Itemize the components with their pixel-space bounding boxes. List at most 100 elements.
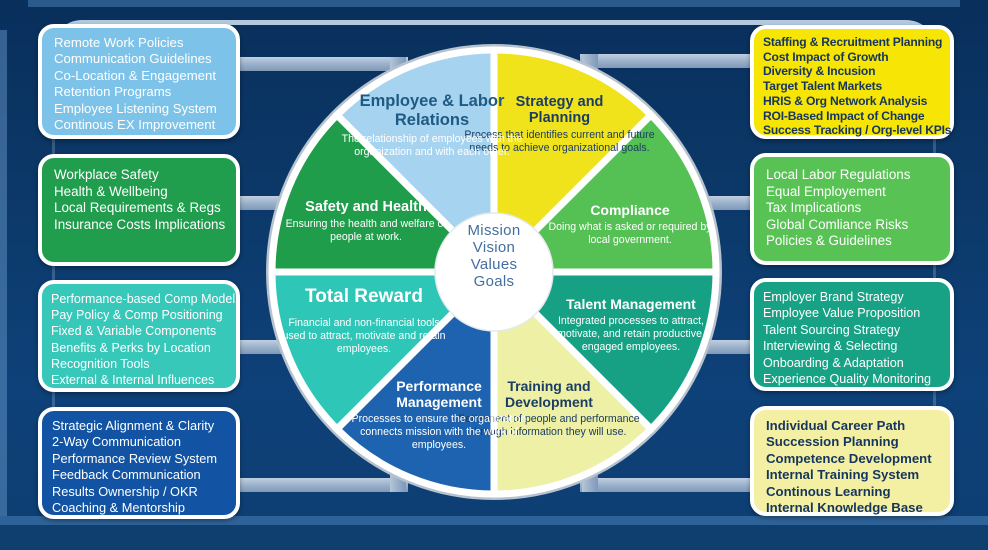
list-item: Onboarding & Adaptation xyxy=(763,355,904,370)
list-item: Continous Learning xyxy=(766,483,891,499)
hub-line: Mission xyxy=(467,222,521,239)
connector-right-1 xyxy=(580,54,756,68)
segment-description: Processes to ensure the organization con… xyxy=(351,413,527,451)
wheel-segment-training-development xyxy=(490,263,656,498)
list-item: Staffing & Recruitment Planning xyxy=(763,35,943,49)
list-item: Competence Development xyxy=(766,450,932,466)
segment-title: Strategy and Planning xyxy=(515,94,604,126)
segment-title: Total Reward xyxy=(305,286,423,307)
segment-description: Doing what is asked or required by local… xyxy=(548,221,712,246)
list-item: Results Ownership / OKR xyxy=(52,483,198,499)
list-item: 2-Way Communication xyxy=(52,434,181,450)
list-item: Local Requirements & Regs xyxy=(54,200,221,216)
list-item: External & Internal Influences xyxy=(51,373,215,388)
list-item: Interviewing & Selecting xyxy=(763,339,898,354)
list-item: Performance Review System xyxy=(52,450,217,466)
list-item: Employer Brand Strategy xyxy=(763,290,904,304)
segment-description: Ensuring the health and welfare of peopl… xyxy=(285,218,447,243)
list-item: Workplace Safety xyxy=(54,167,159,182)
list-item: Insurance Costs Implications xyxy=(54,216,226,232)
list-item: Feedback Communication xyxy=(52,467,201,483)
wheel-segment-total-reward xyxy=(268,268,503,434)
hub-line: Goals xyxy=(473,273,515,290)
list-item: Performance-based Comp Model xyxy=(51,292,236,306)
list-item: Succession Planning xyxy=(766,434,899,450)
list-item: Co-Location & Engagement xyxy=(54,67,217,83)
list-item: Communication Guidelines xyxy=(54,51,212,67)
segment-title: Compliance xyxy=(590,202,670,218)
list-item: Strategic Alignment & Clarity xyxy=(52,418,215,433)
segment-title: Employee & Labor Relations xyxy=(359,92,505,129)
segment-description: Integrated processes to attract, motivat… xyxy=(557,315,705,353)
top-accent-band xyxy=(28,0,960,7)
list-item: Recognition Tools xyxy=(51,356,150,371)
list-item: Pay Policy & Comp Positioning xyxy=(51,308,223,323)
wheel-segment-performance-management xyxy=(332,263,498,498)
list-item: Equal Employement xyxy=(766,183,886,199)
segment-title: Talent Management xyxy=(566,296,696,312)
list-item: Experience Quality Monitoring xyxy=(763,372,931,387)
list-item: Coaching & Mentorship xyxy=(52,500,186,516)
connector-left-4 xyxy=(232,478,408,492)
bottom-accent-band xyxy=(0,516,988,525)
list-item: Internal Training System xyxy=(766,467,920,483)
list-item: Talent Sourcing Strategy xyxy=(763,322,901,337)
list-item: Target Talent Markets xyxy=(763,79,883,94)
list-item: Success Tracking / Org-level KPIs xyxy=(763,123,952,138)
list-item: Internal Knowledge Base xyxy=(766,500,923,516)
list-item: Employee Value Proposition xyxy=(763,306,921,321)
segment-label-compliance: Compliance Doing what is asked or requir… xyxy=(546,202,714,247)
hr-wheel: Strategy and Planning Process that ident… xyxy=(266,44,722,500)
list-item: Fixed & Variable Components xyxy=(51,324,217,339)
list-item: Policies & Guidelines xyxy=(766,233,892,249)
hub-line: Values xyxy=(470,256,518,273)
segment-label-total-reward: Total Reward Financial and non-financial… xyxy=(278,286,450,355)
segment-description: Betterment of people and performance thr… xyxy=(458,413,640,438)
wheel-graphic xyxy=(266,44,722,500)
wheel-segment-employee-labor-relations xyxy=(332,46,498,281)
bottom-footer-area xyxy=(0,525,988,550)
segment-description: Financial and non-financial tools used t… xyxy=(282,317,446,355)
list-item: Local Labor Regulations xyxy=(766,167,911,182)
segment-label-talent-management: Talent Management Integrated processes t… xyxy=(542,296,720,353)
segment-description: The relationship of employees with the o… xyxy=(341,133,523,158)
list-item: Individual Career Path xyxy=(766,418,906,433)
list-item: Retention Programs xyxy=(54,84,172,100)
segment-title: Performance Management xyxy=(396,378,482,410)
wheel-segment-talent-management xyxy=(485,268,720,434)
segment-label-safety-health: Safety and Health Ensuring the health an… xyxy=(278,199,454,244)
segment-title: Training and Development xyxy=(505,378,593,410)
wheel-segment-strategy-planning xyxy=(490,46,656,281)
segment-label-employee-labor-relations: Employee & Labor Relations The relations… xyxy=(326,92,538,159)
left-edge-glow xyxy=(0,30,7,520)
list-item: Diversity & Incusion xyxy=(763,64,876,79)
segment-label-training-development: Training and Development Betterment of p… xyxy=(458,378,640,439)
segment-label-performance-management: Performance Management Processes to ensu… xyxy=(350,378,528,451)
list-item: Employee Listening System xyxy=(54,100,217,116)
mission-vision-values-goals: Mission Vision Values Goals xyxy=(432,222,556,290)
segment-description: Process that identifies current and futu… xyxy=(464,129,655,154)
wheel-segment-compliance xyxy=(485,110,720,276)
segment-label-strategy-planning: Strategy and Planning Process that ident… xyxy=(462,94,657,155)
hub-line: Vision xyxy=(472,239,516,256)
list-item: Global Comliance Risks xyxy=(766,216,909,232)
list-item: Remote Work Policies xyxy=(54,35,184,50)
wheel-segment-safety-health xyxy=(268,110,503,276)
connector-right-4 xyxy=(580,478,756,492)
wheel-center-hub xyxy=(434,212,554,332)
segment-title: Safety and Health xyxy=(305,199,427,215)
list-item: Benefits & Perks by Location xyxy=(51,340,211,355)
list-item: Health & Wellbeing xyxy=(54,183,168,199)
connector-left-1 xyxy=(232,57,408,71)
list-item: Cost Impact of Growth xyxy=(763,49,889,64)
list-item: ROI-Based Impact of Change xyxy=(763,108,925,123)
